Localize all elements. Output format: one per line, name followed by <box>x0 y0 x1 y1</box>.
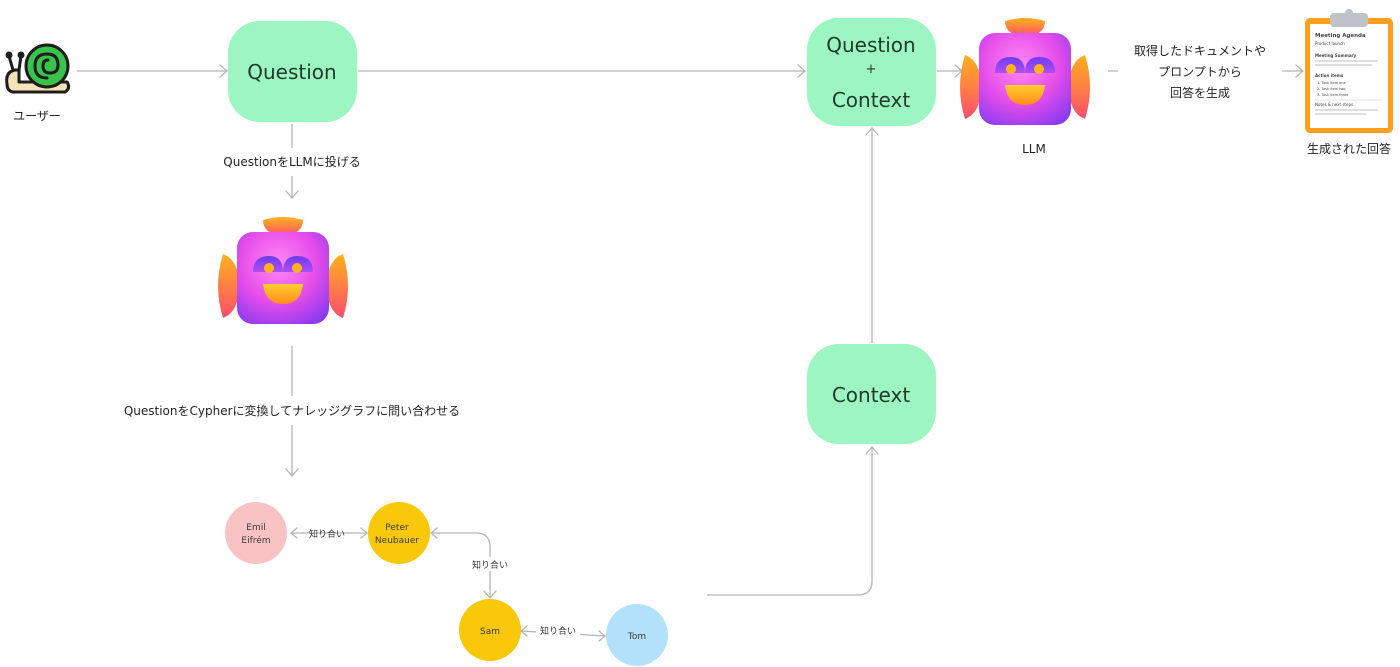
question-context-box: Question + Context <box>807 18 936 126</box>
user: ユーザー <box>5 43 71 123</box>
llm-robot-icon <box>960 18 1090 125</box>
graph-node-sam: Sam <box>459 599 521 661</box>
snail-icon <box>5 43 71 94</box>
context-box-label: Context <box>832 383 911 407</box>
svg-text:Emil: Emil <box>246 523 265 533</box>
graph-node-tom: Tom <box>606 604 668 666</box>
svg-text:Meeting Agenda: Meeting Agenda <box>1315 33 1366 39</box>
answer: Meeting Agenda Product launch Meeting Su… <box>1305 9 1393 156</box>
svg-text:取得したドキュメントや: 取得したドキュメントや <box>1134 43 1266 58</box>
robot-icon <box>218 217 348 324</box>
combined-box-line1: Question <box>826 33 915 57</box>
step-cypher-query-label: QuestionをCypherに変換してナレッジグラフに問い合わせる <box>124 403 460 418</box>
generate-answer-label: 取得したドキュメントや プロンプトから 回答を生成 <box>1134 43 1266 100</box>
svg-text:Eifrém: Eifrém <box>241 535 270 546</box>
svg-text:Action items: Action items <box>1315 73 1344 78</box>
svg-text:Product launch: Product launch <box>1315 41 1345 46</box>
flow-arrows <box>77 64 1304 596</box>
graph-node-emil: Emil Eifrém <box>225 502 287 564</box>
svg-text:Sam: Sam <box>480 627 500 637</box>
user-label: ユーザー <box>13 109 61 123</box>
svg-text:Peter: Peter <box>385 523 409 533</box>
svg-text:1. Task item one: 1. Task item one <box>1317 81 1346 85</box>
graph-edge-peter-sam <box>431 532 491 597</box>
graph-edge-label-3: 知り合い <box>540 625 576 637</box>
graph-edge-label-2: 知り合い <box>472 559 508 571</box>
knowledge-graph: 知り合い 知り合い 知り合い Emil Eifrém Peter Neubaue… <box>225 502 668 666</box>
llm-label: LLM <box>1022 142 1046 156</box>
svg-text:Neubauer: Neubauer <box>375 536 419 546</box>
answer-label: 生成された回答 <box>1307 141 1391 156</box>
svg-text:回答を生成: 回答を生成 <box>1170 85 1230 100</box>
arrow-graph-to-context <box>707 447 873 596</box>
graph-edge-label-1: 知り合い <box>309 528 345 540</box>
graph-node-peter: Peter Neubauer <box>368 502 430 564</box>
context-box: Context <box>807 344 936 444</box>
svg-text:プロンプトから: プロンプトから <box>1158 65 1242 79</box>
svg-text:Tom: Tom <box>627 632 646 642</box>
combined-box-plus: + <box>866 62 877 77</box>
clipboard-icon: Meeting Agenda Product launch Meeting Su… <box>1305 9 1393 133</box>
question-box-label: Question <box>247 60 336 84</box>
step-send-to-llm-label: QuestionをLLMに投げる <box>223 154 360 169</box>
svg-text:3. Task item three: 3. Task item three <box>1317 93 1348 97</box>
question-box: Question <box>228 21 357 122</box>
combined-box-line2: Context <box>832 88 911 112</box>
svg-text:Meeting Summary: Meeting Summary <box>1315 53 1357 58</box>
svg-text:Notes & next steps: Notes & next steps <box>1315 102 1353 107</box>
svg-text:2. Task item two: 2. Task item two <box>1317 87 1346 91</box>
